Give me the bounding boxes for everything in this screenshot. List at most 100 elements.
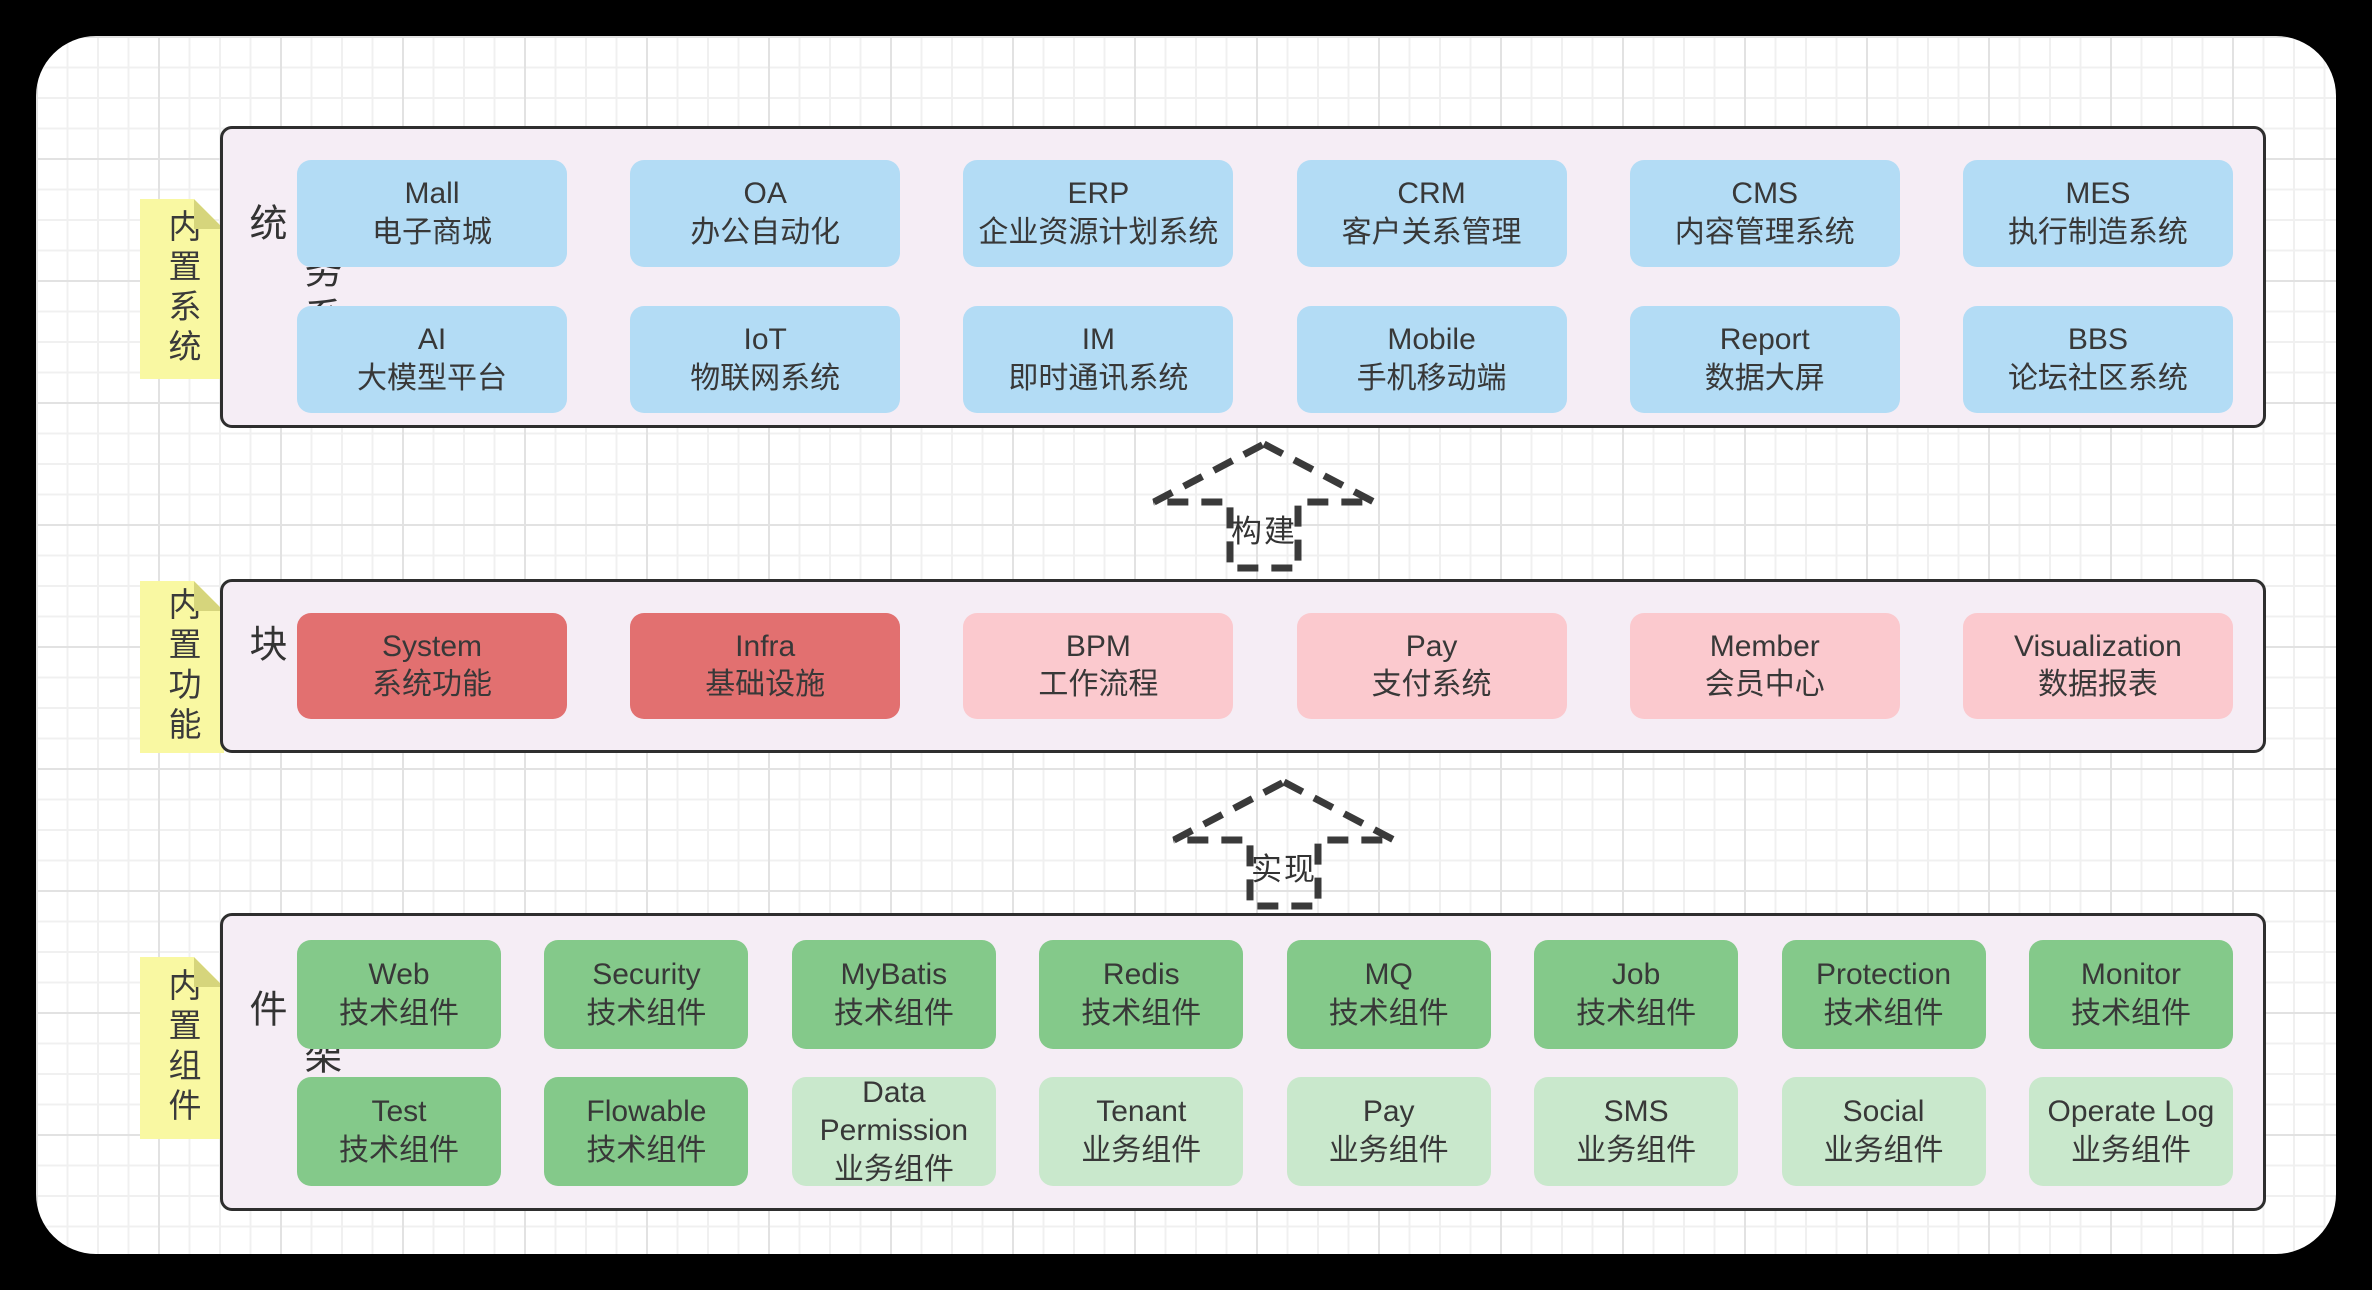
box-title: BPM bbox=[1065, 629, 1131, 663]
box-subtitle: 企业资源计划系统 bbox=[978, 215, 1219, 249]
box-title: MyBatis bbox=[840, 958, 948, 992]
box-title: Infra bbox=[735, 629, 796, 663]
box-subtitle: 业务组件 bbox=[1081, 1133, 1202, 1167]
box-subtitle: 业务组件 bbox=[2070, 1133, 2191, 1167]
box-title: ERP bbox=[1067, 177, 1130, 211]
box-title: BBS bbox=[2067, 323, 2128, 357]
box-title: Monitor bbox=[2080, 958, 2181, 992]
box-subtitle: 技术组件 bbox=[1081, 996, 1202, 1030]
box-subtitle: 技术组件 bbox=[833, 996, 954, 1030]
box-crm: CRM 客户关系管理 bbox=[1296, 160, 1567, 267]
box-title: Security bbox=[592, 958, 701, 992]
box-im: IM 即时通讯系统 bbox=[963, 306, 1234, 413]
box-title: CMS bbox=[1731, 177, 1799, 211]
arrow-label: 构建 bbox=[1231, 514, 1297, 549]
box-subtitle: 系统功能 bbox=[372, 668, 492, 701]
box-subtitle: 办公自动化 bbox=[690, 215, 841, 249]
box-title: Flowable bbox=[586, 1095, 707, 1129]
panel-common-modules: 通用模块 System系统功能Infra基础设施BPM工作流程Pay支付系统Me… bbox=[220, 579, 2266, 753]
box-subtitle: 支付系统 bbox=[1371, 668, 1492, 701]
box-title: IM bbox=[1081, 323, 1116, 357]
box-subtitle: 技术组件 bbox=[1328, 996, 1449, 1030]
box-title: Protection bbox=[1815, 958, 1952, 992]
box-subtitle: 业务组件 bbox=[1823, 1133, 1944, 1167]
box-title: Operate Log bbox=[2047, 1095, 2215, 1129]
box-bbs: BBS 论坛社区系统 bbox=[1962, 306, 2233, 413]
sticky-label: 内置功能 bbox=[164, 587, 201, 747]
box-title: Mobile bbox=[1387, 323, 1476, 357]
box-member: Member 会员中心 bbox=[1629, 613, 1900, 719]
box-subtitle: 客户关系管理 bbox=[1341, 215, 1522, 249]
box-ai: AI 大模型平台 bbox=[297, 306, 567, 413]
box-title: Tenant bbox=[1096, 1095, 1187, 1129]
box-subtitle: 工作流程 bbox=[1038, 668, 1159, 701]
box-protection: Protection 技术组件 bbox=[1781, 940, 1986, 1049]
box-subtitle: 手机移动端 bbox=[1356, 361, 1507, 395]
box-subtitle: 技术组件 bbox=[1823, 996, 1944, 1030]
box-flowable: Flowable 技术组件 bbox=[544, 1077, 749, 1186]
box-subtitle: 业务组件 bbox=[1576, 1133, 1697, 1167]
box-title: OA bbox=[743, 177, 787, 211]
box-pay: Pay 支付系统 bbox=[1296, 613, 1567, 719]
box-title: AI bbox=[417, 323, 447, 357]
box-job: Job 技术组件 bbox=[1534, 940, 1739, 1049]
box-erp: ERP 企业资源计划系统 bbox=[963, 160, 1234, 267]
box-subtitle: 即时通讯系统 bbox=[1008, 361, 1189, 395]
box-title: Pay bbox=[1362, 1095, 1415, 1129]
box-title: SMS bbox=[1603, 1095, 1669, 1129]
arrow-label: 实现 bbox=[1251, 852, 1317, 887]
sticky-label: 内置系统 bbox=[164, 209, 201, 369]
box-subtitle: 大模型平台 bbox=[357, 361, 507, 395]
box-subtitle: 技术组件 bbox=[586, 1133, 707, 1167]
box-title: Member bbox=[1709, 629, 1820, 663]
box-title: Test bbox=[371, 1095, 427, 1129]
box-subtitle: 物联网系统 bbox=[690, 361, 841, 395]
box-visualization: Visualization 数据报表 bbox=[1962, 613, 2233, 719]
up-arrow-icon bbox=[1152, 440, 1376, 572]
box-operate-log: Operate Log 业务组件 bbox=[2028, 1077, 2233, 1186]
box-oa: OA 办公自动化 bbox=[630, 160, 901, 267]
box-subtitle: 论坛社区系统 bbox=[2007, 361, 2188, 395]
box-system: System 系统功能 bbox=[297, 613, 567, 719]
box-title: Data Permission bbox=[819, 1075, 969, 1148]
box-subtitle: 会员中心 bbox=[1704, 668, 1825, 701]
box-title: Visualization bbox=[2013, 629, 2182, 663]
up-arrow-icon bbox=[1172, 778, 1396, 910]
box-subtitle: 数据报表 bbox=[2037, 668, 2158, 701]
sticky-note-built-in-components: 内置组件 bbox=[140, 957, 224, 1139]
box-title: CRM bbox=[1397, 177, 1466, 211]
box-title: Job bbox=[1611, 958, 1661, 992]
box-mybatis: MyBatis 技术组件 bbox=[791, 940, 996, 1049]
box-subtitle: 技术组件 bbox=[1576, 996, 1697, 1030]
box-title: System bbox=[381, 629, 483, 663]
box-title: Mall bbox=[404, 177, 460, 211]
box-title: Web bbox=[368, 958, 430, 992]
arrow-outline bbox=[1172, 778, 1396, 910]
sticky-note-built-in-systems: 内置系统 bbox=[140, 199, 224, 379]
box-title: Pay bbox=[1405, 629, 1458, 663]
sticky-note-built-in-features: 内置功能 bbox=[140, 581, 224, 753]
box-subtitle: 执行制造系统 bbox=[2007, 215, 2188, 249]
box-subtitle: 内容管理系统 bbox=[1674, 215, 1855, 249]
box-bpm: BPM 工作流程 bbox=[963, 613, 1234, 719]
